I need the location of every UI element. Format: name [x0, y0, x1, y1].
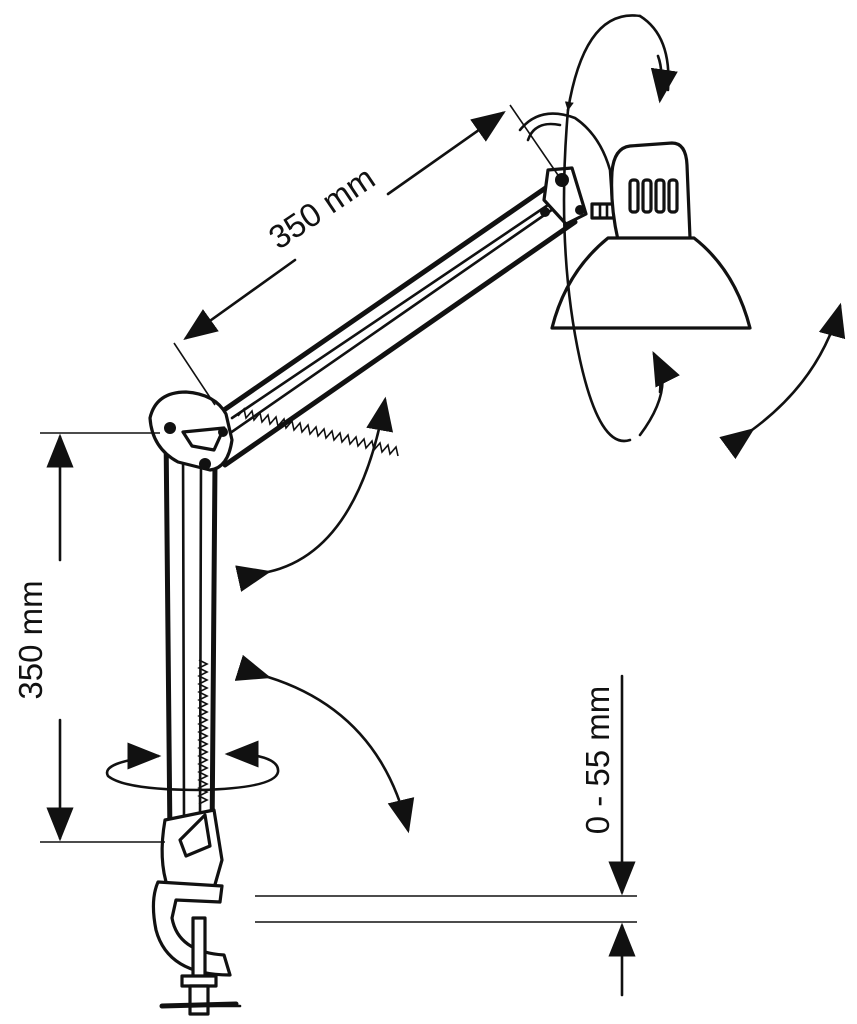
lower-column — [163, 427, 218, 843]
clamp-range-dimension: 0 - 55 mm — [255, 674, 637, 997]
upper-arm — [192, 175, 578, 468]
arm-length-dimension: 350 mm — [173, 104, 561, 406]
clamp-range-label: 0 - 55 mm — [579, 686, 616, 835]
column-height-label: 350 mm — [12, 580, 49, 699]
table-clamp — [151, 808, 242, 1016]
column-height-dimension: 350 mm — [12, 432, 165, 843]
arm-length-label: 350 mm — [262, 159, 382, 256]
lamp-head — [518, 14, 752, 443]
elbow-joint — [148, 390, 234, 472]
motion-arrows — [105, 54, 846, 834]
